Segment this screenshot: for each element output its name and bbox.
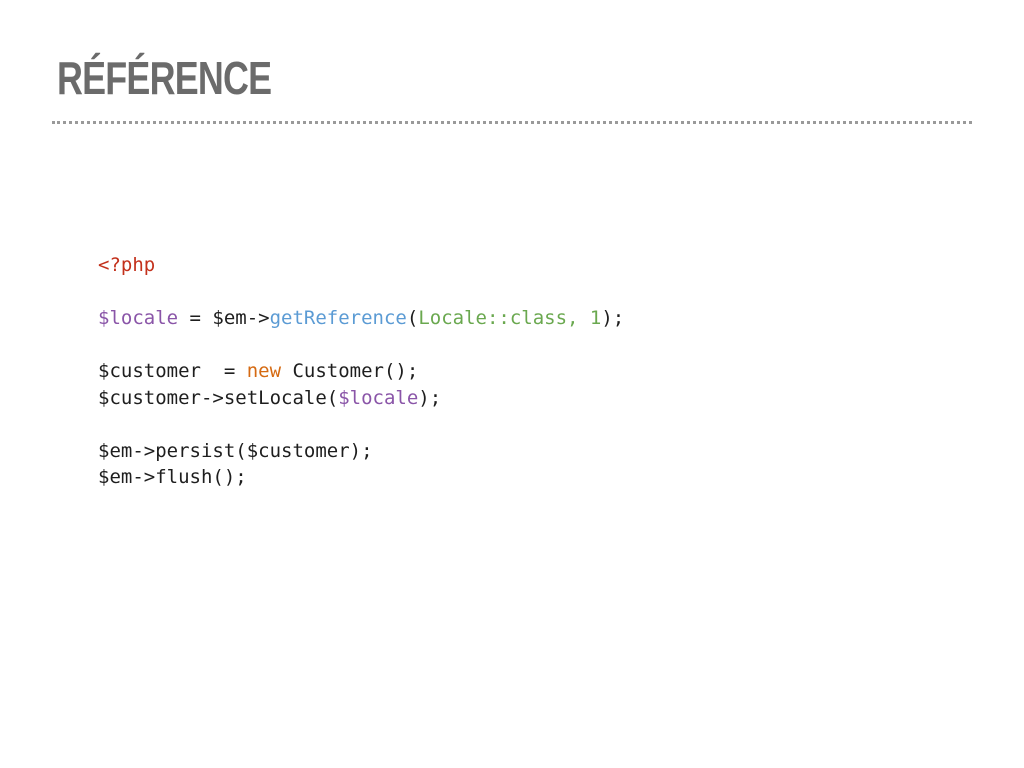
code-line: $em->flush();: [98, 464, 978, 491]
code-line: $customer->setLocale($locale);: [98, 385, 978, 412]
code-token: $customer->setLocale(: [98, 386, 339, 409]
code-line: [98, 279, 978, 306]
code-line: $em->persist($customer);: [98, 438, 978, 465]
code-token: (: [406, 307, 419, 329]
code-token: );: [601, 307, 625, 329]
code-token: $em->persist($customer);: [98, 439, 373, 462]
code-line: [98, 332, 978, 359]
code-token: = $em->: [178, 307, 270, 329]
code-token: Customer();: [281, 360, 419, 382]
code-token: $locale: [338, 386, 419, 409]
code-token: getReference: [269, 307, 407, 329]
code-block: <?php $locale = $em->getReference(Locale:…: [98, 252, 978, 491]
code-token: );: [418, 386, 442, 409]
code-line: $customer = new Customer();: [98, 358, 978, 385]
code-line: $locale = $em->getReference(Locale::clas…: [98, 305, 978, 332]
code-token: Locale::class, 1: [418, 307, 602, 329]
code-token: new: [246, 360, 282, 382]
title-divider: [52, 121, 972, 124]
code-token: <?php: [98, 254, 156, 276]
slide-title: RÉFÉRENCE: [57, 52, 272, 104]
code-token: $customer =: [98, 360, 247, 382]
code-token: $locale: [98, 307, 179, 329]
code-token: $em->flush();: [98, 466, 247, 488]
code-line: <?php: [98, 252, 978, 279]
code-line: [98, 411, 978, 438]
